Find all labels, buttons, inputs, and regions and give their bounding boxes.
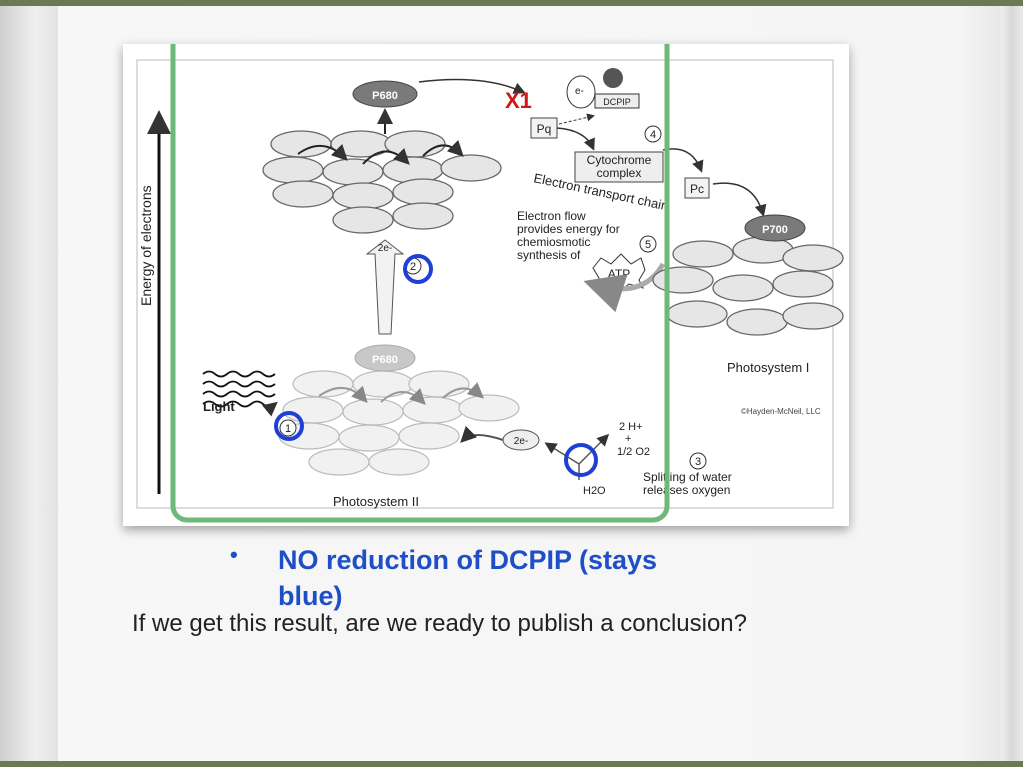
step2-highlight-circle: [403, 254, 433, 284]
psii-top-transfer-arrows: [297, 108, 464, 165]
ps1-label: Photosystem I: [727, 360, 809, 375]
step1-marker: [279, 419, 297, 437]
ps2-label: Photosystem II: [333, 494, 419, 509]
pc-label: Pc: [690, 182, 704, 196]
pc-to-p700-arrow: [712, 182, 767, 217]
pq-to-cytochrome-arrow: [556, 127, 595, 151]
step5-label: 5: [645, 239, 651, 251]
pq-to-dcpip-arrow: [558, 113, 595, 125]
plus-label: +: [625, 433, 631, 445]
p700-label: P700: [762, 224, 788, 236]
bullet-text-line2: blue): [278, 581, 343, 611]
psii-bottom-transfer-arrows: [318, 382, 484, 405]
step2-label: 2: [410, 261, 416, 273]
step4-label: 4: [650, 129, 656, 141]
two-e-bottom-label: 2e-: [514, 436, 528, 447]
step3-label: 3: [695, 456, 701, 468]
psii-bottom-discs: [278, 370, 520, 476]
cytochrome-label-1: Cytochrome: [587, 153, 652, 167]
bullet-text: NO reduction of DCPIP (stays blue): [278, 542, 738, 614]
p700: P700: [744, 214, 806, 242]
bullet-text-line1: NO reduction of DCPIP (stays: [278, 545, 658, 575]
two-e-to-psii-arrow: [460, 425, 504, 443]
psi-discs: [652, 236, 844, 336]
water-text-2: releases oxygen: [643, 483, 730, 497]
electron-label: e-: [575, 86, 584, 97]
pc-box: [684, 177, 710, 199]
dcpip-label: DCPIP: [603, 97, 631, 107]
flow-text-2: provides energy for: [517, 222, 620, 236]
two-e-up-label: 2e-: [378, 243, 392, 254]
cytochrome-label-2: complex: [597, 166, 642, 180]
credit-label: ©Hayden-McNeil, LLC: [741, 407, 821, 416]
page-edge: [1001, 6, 1023, 761]
highlight-box: [170, 44, 670, 523]
atp-flow-arrow: [583, 262, 666, 313]
atp-label: ATP: [608, 267, 630, 281]
light-label: Light: [203, 399, 235, 414]
water-to-electron-arrow: [544, 442, 580, 465]
p680-bottom-label: P680: [372, 354, 398, 366]
step5-marker: [639, 235, 657, 253]
half-o2-label: 1/2 O2: [617, 446, 650, 458]
p680-top: P680: [352, 80, 418, 108]
pq-label: Pq: [537, 122, 552, 136]
energy-axis-label: Energy of electrons: [138, 185, 154, 306]
step4-marker: [644, 125, 662, 143]
p680-top-label: P680: [372, 90, 398, 102]
p680-to-pq-arrow: [418, 78, 526, 94]
vertical-electron-arrow: [365, 239, 405, 335]
cytochrome-box: [574, 151, 664, 183]
x1-mark: X1: [505, 88, 532, 113]
h-plus-label: 2 H+: [619, 421, 643, 433]
step1-highlight-circle: [274, 411, 304, 441]
psii-top-discs: [262, 130, 502, 234]
flow-text-1: Electron flow: [517, 209, 586, 223]
water-highlight-circle: [564, 443, 598, 477]
flow-text-4: synthesis of: [517, 248, 581, 262]
photosynthesis-diagram: Energy of electrons P680: [123, 44, 849, 526]
dcpip-thief-icon: e- DCPIP: [566, 68, 640, 109]
question-text: If we get this result, are we ready to p…: [132, 610, 747, 637]
flow-text-3: chemiosmotic: [517, 235, 590, 249]
p680-bottom: P680: [354, 344, 416, 372]
water-text-1: Splitting of water: [643, 470, 732, 484]
step1-label: 1: [285, 423, 291, 435]
light-waves-icon: [202, 370, 278, 417]
book-spine: [0, 6, 58, 761]
two-e-bottom-capsule: [502, 429, 540, 451]
h2o-label: H2O: [583, 485, 606, 497]
step3-marker: [689, 452, 707, 470]
bullet-marker: •: [230, 542, 238, 567]
